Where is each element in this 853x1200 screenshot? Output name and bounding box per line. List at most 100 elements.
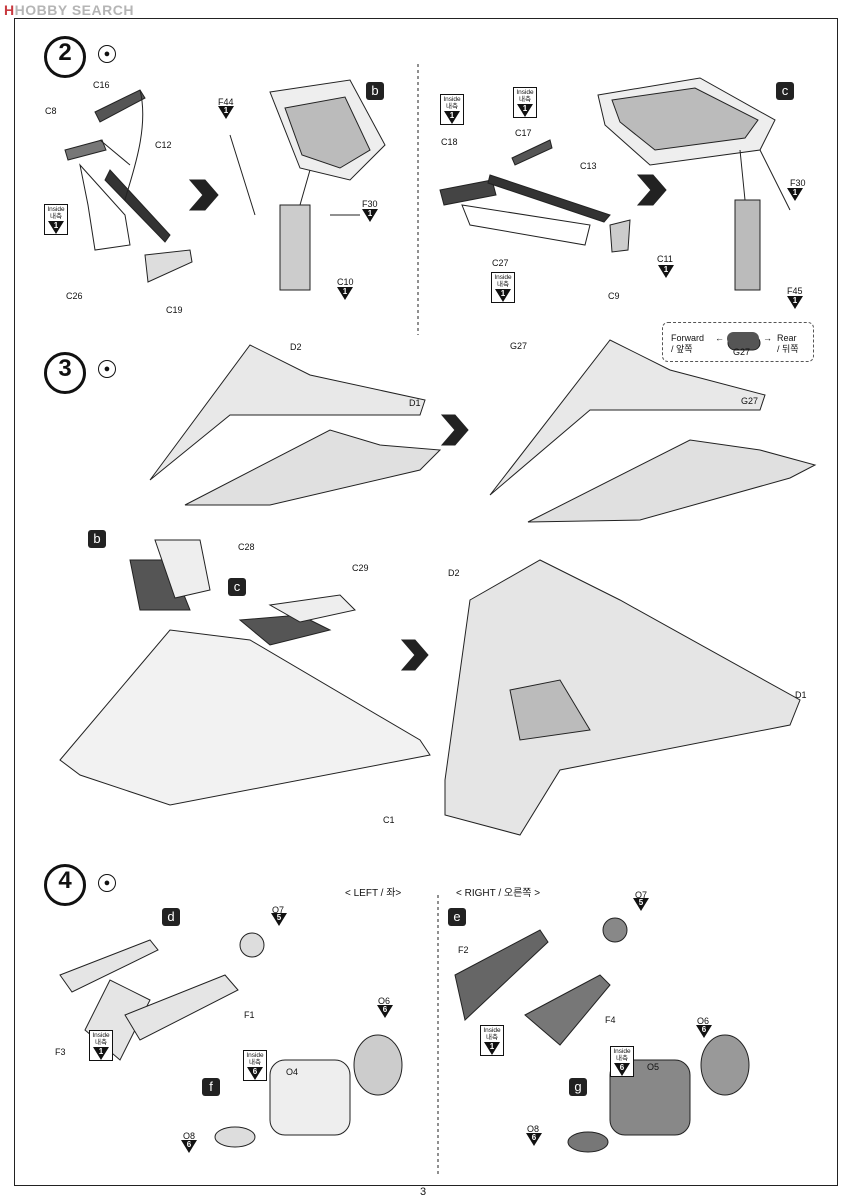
sprue-marker: 1 [337,287,353,300]
sub-badge-b: b [366,82,384,100]
label-C19: C19 [166,305,183,315]
sprue-marker: 5 [633,898,649,911]
step-4-number: 4 [44,864,86,906]
label-C28: C28 [238,542,255,552]
step-2-number: 2 [44,36,86,78]
sub-badge-e: e [448,908,466,926]
label-O6-right: O6 [697,1016,710,1026]
sprue-marker: 1 [658,265,674,278]
label-G27-b: G27 [741,396,759,406]
sub-badge-c: c [776,82,794,100]
intake-left [59,932,403,1148]
sprue-marker: 1 [362,209,378,222]
sub-badge-d: d [162,908,180,926]
label-O7: O7 [272,905,285,915]
sprue-marker: 6 [377,1005,393,1018]
page-number: 3 [420,1186,427,1198]
label-O7-right: O7 [635,890,648,900]
label-O8: O8 [183,1131,196,1141]
right-arrow-icon: → [763,333,772,343]
label-C10: C10 [337,277,354,287]
forward-label: Forward [671,333,705,343]
label-C8: C8 [45,106,57,116]
sprue-marker: 5 [271,913,287,926]
label-O5: O5 [647,1062,660,1072]
step-arrow-1 [188,179,219,211]
label-C11: C11 [657,254,673,264]
label-F2: F2 [458,945,469,955]
wing-top-left [149,344,442,506]
page-frame [14,18,838,1186]
sub-badge-g: g [569,1078,587,1096]
label-C9: C9 [608,291,620,301]
label-G27: G27 [510,341,528,351]
intake-right [454,917,750,1153]
label-C29: C29 [352,563,369,573]
label-F30: F30 [362,199,378,209]
sprue-marker: 6 [526,1133,542,1146]
seat-parts-right [439,139,631,253]
seat-parts-left [64,89,193,283]
step-arrow-2 [636,174,667,206]
direction-legend: Forward / 앞쪽 ← → Rear / 뒤쪽 G27 [662,322,814,362]
left-header: < LEFT / 좌> [345,888,402,899]
glue-icon: ● [98,874,116,892]
label-C12: C12 [155,140,172,150]
label-F1: F1 [244,1010,255,1020]
fuselage-assembled [444,559,801,836]
label-D2-b: D2 [448,568,460,578]
label-O4: O4 [286,1067,299,1077]
forward-kr-label: / 앞쪽 [671,344,693,354]
label-D1: D1 [409,398,421,408]
sprue-marker: 6 [181,1140,197,1153]
label-F30-right: F30 [790,178,806,188]
sprue-marker: 6 [696,1025,712,1038]
label-C18: C18 [441,137,458,147]
label-D1-b: D1 [795,690,807,700]
label-F3: F3 [55,1047,66,1057]
step-3-number: 3 [44,352,86,394]
right-header: < RIGHT / 오른쪽 > [456,888,541,899]
label-C13: C13 [580,161,597,171]
rear-label: Rear [777,333,797,343]
sprue-marker: 1 [787,296,803,309]
label-C26: C26 [66,291,83,301]
legend-part-label: G27 [733,347,751,357]
left-arrow-icon: ← [715,333,724,343]
label-F45: F45 [787,286,803,296]
seat-assembly-c [597,77,791,291]
seat-assembly-b [229,79,386,291]
hobbysearch-watermark: HHOBBY SEARCH [4,2,134,18]
label-F44: F44 [218,97,234,107]
wing-top-right [489,335,817,523]
label-F4: F4 [605,1015,616,1025]
rear-kr-label: / 뒤쪽 [777,344,799,354]
label-C27: C27 [492,258,509,268]
sprue-marker: 1 [218,106,234,119]
label-D2: D2 [290,342,302,352]
g27-part-icon [727,332,759,345]
label-O6: O6 [378,996,391,1006]
sprue-marker: 1 [787,188,803,201]
label-O8-right: O8 [527,1124,540,1134]
arrow-step3 [440,414,469,446]
fuselage-exploded [59,539,431,806]
label-C17: C17 [515,128,532,138]
glue-icon: ● [98,360,116,378]
sub-badge-f: f [202,1078,220,1096]
sub-badge-c-ref: c [228,578,246,596]
sub-badge-b-ref: b [88,530,106,548]
label-C1: C1 [383,815,395,825]
label-C16: C16 [93,80,110,90]
glue-icon: ● [98,45,116,63]
arrow-step3b [400,639,429,671]
